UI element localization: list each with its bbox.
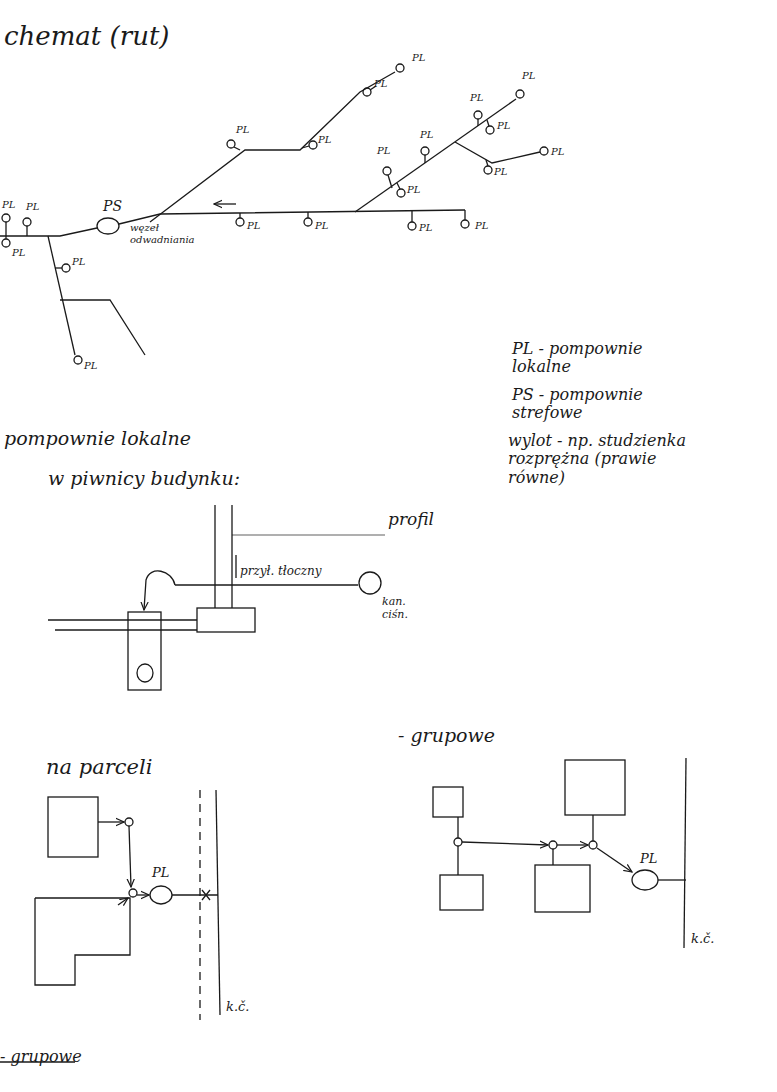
annotation: przył. tłoczny	[240, 565, 322, 579]
basement-profile	[48, 505, 385, 690]
sewer-line	[48, 236, 75, 355]
local-pump-symbols	[2, 64, 548, 364]
legend-note: PL - pompownie lokalne	[512, 340, 687, 377]
pump-label: PL	[522, 70, 535, 82]
annotation: węzeł odwadniania	[130, 222, 206, 245]
legend-note: wylot - np. studzienka rozprężna (prawie…	[508, 432, 698, 487]
pump-label: PL	[2, 199, 15, 211]
pump-label: PL	[419, 222, 432, 234]
section-heading: - grupowe	[0, 1048, 82, 1066]
section-heading: pompownie lokalne	[4, 428, 191, 450]
sewer-line	[60, 300, 145, 355]
sewer-line	[355, 99, 516, 212]
zone-pump-symbol	[97, 218, 119, 234]
section-heading: w piwnicy budynku:	[48, 468, 240, 490]
pump-label: PS	[103, 198, 122, 214]
annotation: profil	[388, 510, 434, 530]
pump-label: PL	[247, 220, 260, 232]
sewer-line	[150, 72, 395, 222]
pump-label: PL	[475, 220, 488, 232]
annotation: kan. ciśn.	[382, 596, 422, 621]
pump-label: PL	[412, 52, 425, 64]
section-heading: na parceli	[46, 755, 152, 779]
pump-label: PL	[497, 120, 510, 132]
pump-label: PL	[315, 220, 328, 232]
pump-label: PL	[236, 124, 249, 136]
sewer-line	[0, 228, 97, 236]
legend-note: PS - pompownie strefowe	[512, 386, 687, 423]
pump-label: PL	[26, 201, 39, 213]
pump-label: PL	[318, 134, 331, 146]
pump-label: PL	[374, 78, 387, 90]
pump-label: PL	[12, 247, 25, 259]
section-heading: - grupowe	[398, 725, 495, 747]
pump-label: PL	[470, 92, 483, 104]
flow-arrow	[214, 203, 236, 204]
pump-label: PL	[84, 360, 97, 372]
pump-label: PL	[551, 146, 564, 158]
pump-label: PL	[640, 852, 657, 867]
page-heading: chemat (rut)	[4, 22, 169, 52]
pump-label: PL	[72, 256, 85, 268]
annotation: k.č.	[226, 1000, 249, 1015]
pump-label: PL	[407, 184, 420, 196]
pump-label: PL	[420, 129, 433, 141]
sewer-line	[455, 142, 540, 163]
pump-label: PL	[377, 145, 390, 157]
pump-label: PL	[494, 166, 507, 178]
parcel-plan	[35, 790, 220, 1020]
annotation: k.č.	[691, 932, 714, 947]
group-plan	[433, 758, 686, 948]
pump-label: PL	[152, 866, 169, 881]
